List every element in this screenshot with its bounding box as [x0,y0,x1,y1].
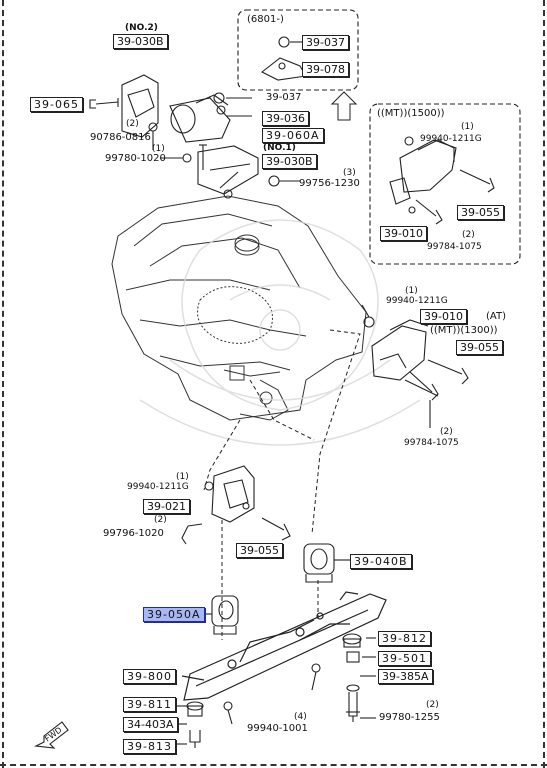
right-nut-qty-note: (2) [440,427,453,437]
inset-6801-frame [237,9,359,91]
part-39-055-left[interactable]: 39-055 [236,543,283,558]
part-39-040b[interactable]: 39-040B [350,554,412,569]
mount-39-060a-shape [170,104,196,134]
no1-note: (NO.1) [263,143,296,153]
part-99940-1211g-inset[interactable]: 99940-1211G [420,134,482,144]
part-39-010-inset[interactable]: 39-010 [380,226,427,241]
bolt3-qty-note: (3) [343,168,356,178]
part-99780-1020[interactable]: 99780-1020 [105,153,166,164]
mt1300-note: ((MT))(1300)) [430,325,498,336]
part-34-403a[interactable]: 34-403A [123,717,178,732]
fwd-arrow-icon [34,721,69,749]
up-arrow-icon [330,91,358,121]
inset-nut-icon [278,36,290,48]
part-39-065[interactable]: 39-065 [30,97,83,112]
no2-note: (NO.2) [125,23,158,33]
inset-mt1500-header: ((MT))(1500)) [377,108,445,119]
part-90786-0816[interactable]: 90786-0816 [90,132,151,143]
inset-nut-qty-note: (2) [462,230,475,240]
inset-6801-header: (6801-) [247,14,284,25]
left-bolt2-qty-note: (2) [154,515,167,525]
part-99940-1001[interactable]: 99940-1001 [247,723,308,734]
part-99796-1020[interactable]: 99796-1020 [103,528,164,539]
part-39-030b-no2[interactable]: 39-030B [113,34,168,49]
bolt1-qty-note: (1) [152,144,165,154]
inset-plate-icon [260,57,307,81]
part-39-030b-no1[interactable]: 39-030B [262,154,317,169]
right-bolt-qty-note: (1) [405,286,418,296]
part-39-036[interactable]: 39-036 [262,111,309,126]
leader-lines [203,329,361,640]
part-39-501[interactable]: 39-501 [378,651,431,666]
rear-mount-shape [303,543,350,583]
lower-nut-qty-note: (4) [294,712,307,722]
front-mount-shape [198,595,239,635]
at-note: (AT) [486,311,506,322]
part-39-812[interactable]: 39-812 [378,631,431,646]
part-39-055-inset[interactable]: 39-055 [457,205,504,220]
part-39-021[interactable]: 39-021 [143,499,190,514]
part-39-800[interactable]: 39-800 [123,669,176,684]
inset-right-mount-shape [389,136,495,225]
lower-hardware-shape [176,633,376,748]
part-39-010[interactable]: 39-010 [420,309,467,324]
part-39-050a-selected[interactable]: 39-050A [143,607,205,622]
part-39-813[interactable]: 39-813 [123,739,176,754]
inset-mt1500-frame [369,103,521,265]
left-mount-shape [181,465,291,545]
part-39-385a[interactable]: 39-385A [378,669,433,684]
part-99784-1075-right[interactable]: 99784-1075 [404,438,459,448]
washer-qty-note: (2) [126,119,139,129]
left-bolt-qty-note: (1) [176,472,189,482]
right-mount-shape [361,304,469,428]
part-99940-1211g-left[interactable]: 99940-1211G [127,482,189,492]
crossmember-shape [181,591,387,701]
page-border-left [2,0,4,768]
engine-block-shape [111,195,367,421]
part-39-811[interactable]: 39-811 [123,697,176,712]
part-99780-1255[interactable]: 99780-1255 [379,712,440,723]
lower-bolt-qty-note: (2) [426,700,439,710]
upper-bracket-no1-shape [197,145,259,195]
part-39-037[interactable]: 39-037 [266,92,302,103]
part-39-037-inset[interactable]: 39-037 [302,35,349,50]
part-99940-1211g-right[interactable]: 99940-1211G [386,296,448,306]
page-border-bottom [0,764,547,766]
inset-bolt-qty-note: (1) [461,122,474,132]
upper-bracket-no2-shape [121,74,159,138]
part-39-055-right[interactable]: 39-055 [456,340,503,355]
part-99756-1230[interactable]: 99756-1230 [299,178,360,189]
part-99784-1075-inset[interactable]: 99784-1075 [427,242,482,252]
part-39-060a[interactable]: 39-060A [262,128,324,143]
page-border-right [543,0,545,768]
part-39-078[interactable]: 39-078 [302,62,349,77]
